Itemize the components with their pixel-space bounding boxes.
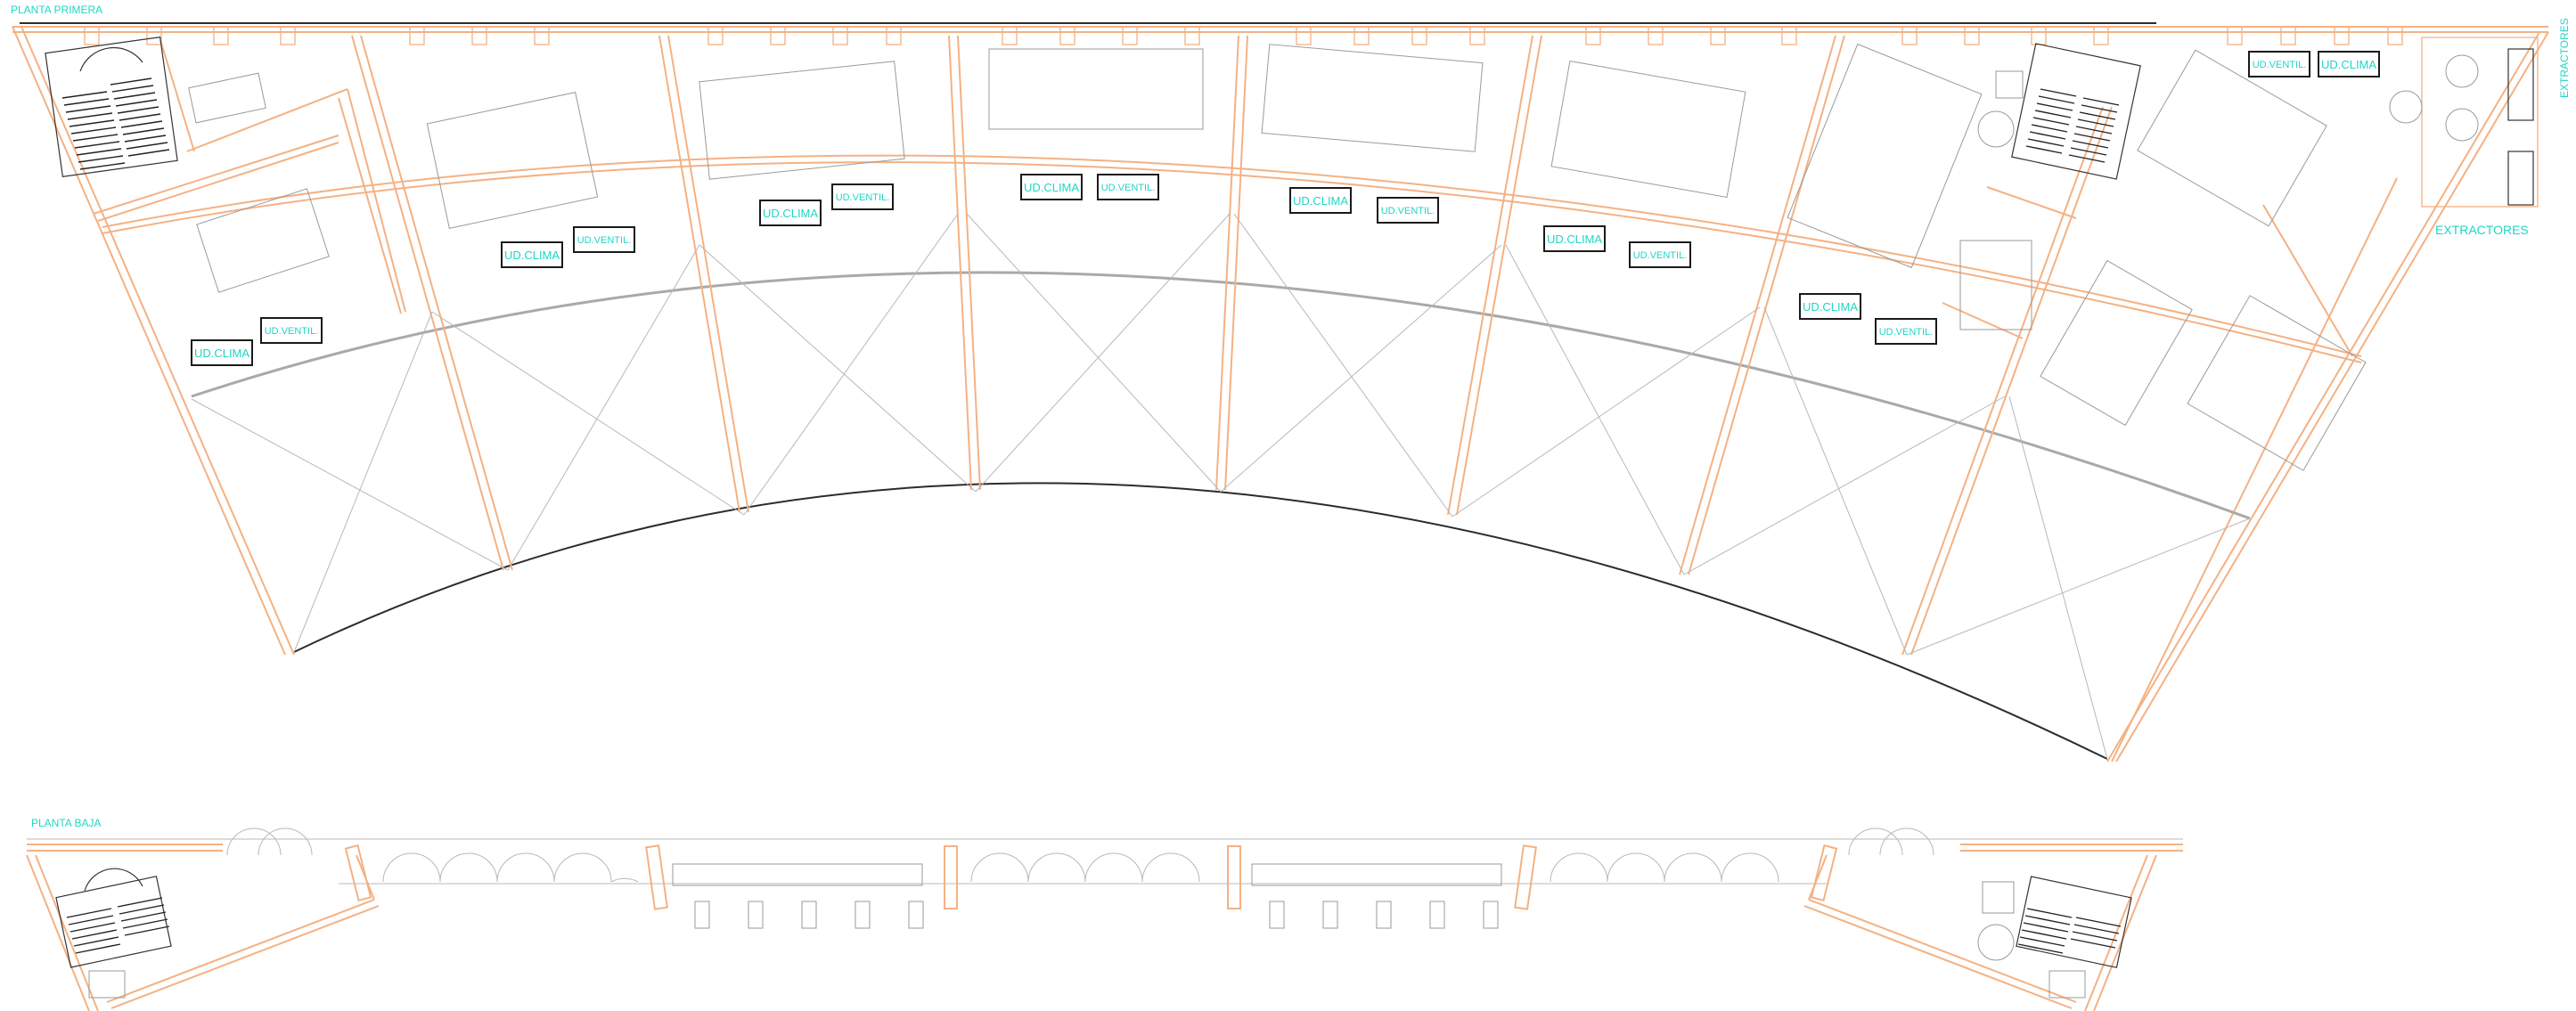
clima-unit-7: UD.CLIMA (1799, 293, 1861, 320)
svg-text:UD.CLIMA: UD.CLIMA (1024, 181, 1079, 194)
svg-text:UD.CLIMA: UD.CLIMA (1547, 232, 1602, 246)
ground-floor-plan: PLANTA BAJA (26, 817, 2183, 1011)
ground-arches (226, 828, 1934, 883)
ventil-unit-5: UD.VENTIL. (1377, 197, 1439, 224)
clima-unit-1: UD.CLIMA (191, 339, 253, 366)
ventil-unit-7: UD.VENTIL. (1875, 318, 1937, 345)
svg-text:UD.CLIMA: UD.CLIMA (1293, 194, 1348, 208)
clima-unit-6: UD.CLIMA (1543, 225, 1606, 252)
classroom-furniture (188, 43, 2367, 471)
ground-classroom-seats (672, 863, 1502, 929)
ventil-unit-8: UD.VENTIL. (2248, 51, 2310, 77)
ventil-unit-3: UD.VENTIL. (831, 183, 894, 210)
facade-pilasters (84, 26, 2403, 45)
svg-text:UD.CLIMA: UD.CLIMA (763, 207, 818, 220)
upper-floor-label: PLANTA PRIMERA (11, 4, 102, 16)
svg-text:UD.CLIMA: UD.CLIMA (504, 249, 560, 262)
upper-floor-plan: UD.CLIMA UD.CLIMA UD.CLIMA UD.CLIMA UD.C… (11, 4, 2571, 762)
clima-unit-5: UD.CLIMA (1289, 187, 1352, 214)
ventil-unit-6: UD.VENTIL. (1629, 241, 1691, 268)
radial-walls (351, 35, 2113, 656)
clima-unit-2: UD.CLIMA (501, 241, 563, 268)
ventil-unit-4: UD.VENTIL. (1097, 174, 1159, 200)
svg-text:UD.VENTIL.: UD.VENTIL. (265, 326, 319, 337)
stair-upper-right (1977, 43, 2141, 180)
extractor-bays (2389, 37, 2539, 208)
ground-columns (344, 844, 1838, 910)
svg-text:UD.VENTIL.: UD.VENTIL. (1879, 327, 1934, 338)
ventil-unit-2: UD.VENTIL. (573, 226, 635, 253)
stair-upper-left (45, 36, 178, 178)
svg-text:UD.VENTIL.: UD.VENTIL. (577, 235, 632, 246)
svg-text:UD.CLIMA: UD.CLIMA (2321, 58, 2376, 71)
extractors-label-vertical: EXTRACTORES (2558, 18, 2571, 98)
ventil-unit-1: UD.VENTIL. (260, 317, 323, 344)
ground-left-wing (26, 854, 380, 1011)
svg-text:UD.VENTIL.: UD.VENTIL. (2253, 60, 2307, 70)
clima-unit-4: UD.CLIMA (1020, 174, 1083, 200)
courtyard-grid (191, 213, 2251, 760)
svg-text:UD.VENTIL.: UD.VENTIL. (836, 192, 890, 203)
svg-text:UD.VENTIL.: UD.VENTIL. (1633, 250, 1688, 261)
svg-text:UD.CLIMA: UD.CLIMA (194, 347, 249, 360)
clima-unit-8: UD.CLIMA (2318, 51, 2380, 77)
svg-text:UD.CLIMA: UD.CLIMA (1803, 300, 1858, 314)
ground-floor-label: PLANTA BAJA (31, 817, 101, 829)
svg-text:UD.VENTIL.: UD.VENTIL. (1381, 206, 1435, 216)
ground-right-wing (1803, 854, 2157, 1011)
svg-text:UD.VENTIL.: UD.VENTIL. (1101, 183, 1156, 193)
clima-unit-3: UD.CLIMA (759, 200, 822, 226)
extractors-label: EXTRACTORES (2435, 223, 2529, 237)
